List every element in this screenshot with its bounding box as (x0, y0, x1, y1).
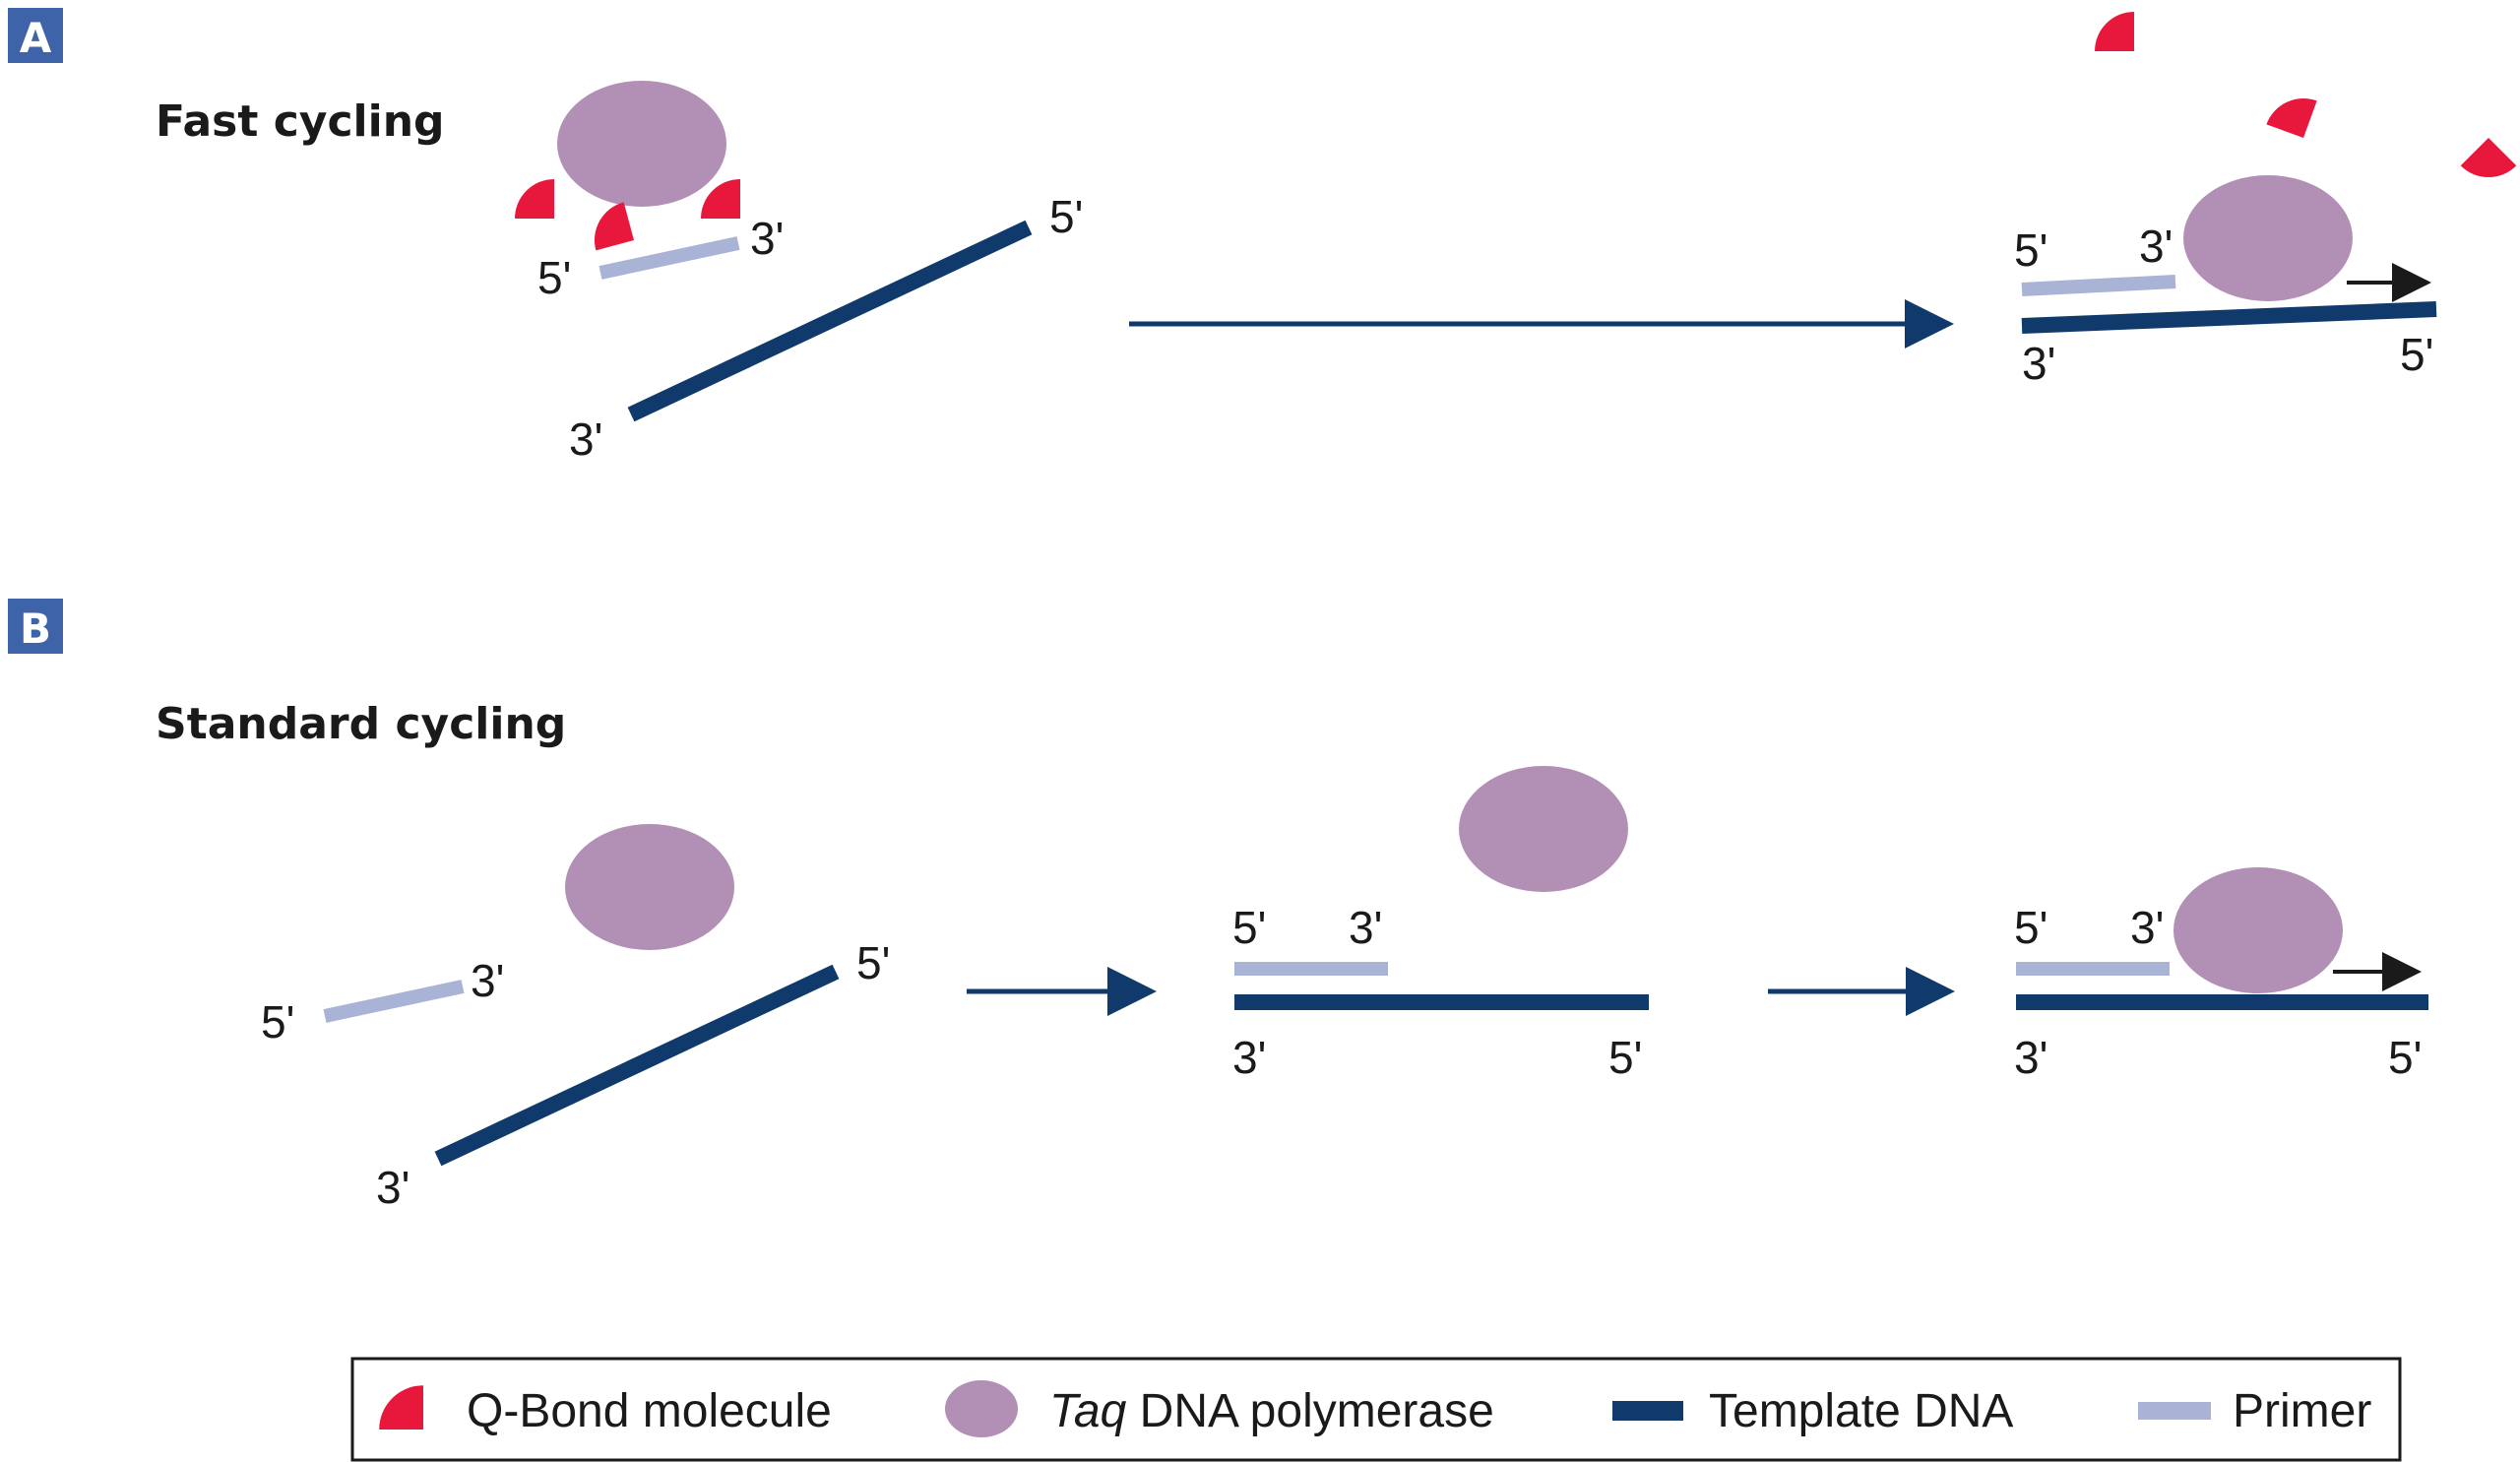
primer-5-prime-label: 5' (261, 996, 294, 1048)
legend-box (350, 1357, 2402, 1462)
panel-a-badge (8, 8, 63, 63)
result-primer-3-prime-label: 3' (2130, 902, 2164, 953)
result-template-3-prime-label: 3' (2022, 338, 2055, 389)
primer-strand (2021, 275, 2176, 296)
template-dna-strand (2021, 301, 2437, 334)
panel-b-title: Standard cycling (156, 699, 566, 749)
taq-polymerase (1459, 766, 1628, 892)
legend-taq-italic: Taq (1049, 1385, 1127, 1437)
template-dna-icon (1612, 1401, 1683, 1421)
qbond-molecule (2266, 87, 2317, 138)
qbond-molecule (701, 179, 740, 219)
panel-a: A Fast cycling 5' 3' 5' 3' 5' 3' 3' 5' (8, 8, 2517, 465)
panel-b: B Standard cycling 5' 3' 5' 3' 5' 3' 3' … (8, 599, 2428, 1213)
mid-template-5-prime-label: 5' (1608, 1032, 1642, 1083)
result-primer-3-prime-label: 3' (2139, 221, 2173, 272)
primer-icon (2138, 1402, 2211, 1420)
legend-taq-label: Taq DNA polymerase (1049, 1385, 1494, 1437)
result-primer-5-prime-label: 5' (2014, 902, 2048, 953)
qbond-molecule (2460, 138, 2517, 194)
panel-a-badge-letter: A (20, 14, 52, 62)
legend-primer-label: Primer (2233, 1385, 2371, 1437)
taq-polymerase-icon (945, 1380, 1018, 1437)
result-primer-5-prime-label: 5' (2014, 224, 2048, 276)
taq-polymerase (2174, 867, 2343, 993)
template-5-prime-label: 5' (856, 937, 890, 988)
qbond-molecule (515, 179, 554, 219)
template-3-prime-label: 3' (376, 1162, 410, 1213)
template-3-prime-label: 3' (569, 413, 602, 465)
taq-polymerase (565, 824, 734, 950)
panel-b-badge-letter: B (20, 604, 51, 653)
legend-taq-rest: DNA polymerase (1126, 1385, 1493, 1437)
legend-qbond-label: Q-Bond molecule (467, 1385, 832, 1437)
panel-a-title: Fast cycling (156, 96, 445, 147)
primer-5-prime-label: 5' (537, 252, 571, 303)
template-dna-strand (434, 964, 840, 1167)
mid-primer-5-prime-label: 5' (1232, 902, 1266, 953)
legend: Q-Bond molecule Taq DNA polymerase Templ… (350, 1357, 2402, 1462)
qbond-molecule (586, 202, 634, 251)
primer-3-prime-label: 3' (750, 213, 784, 264)
result-template-5-prime-label: 5' (2400, 329, 2433, 380)
result-template-5-prime-label: 5' (2388, 1032, 2422, 1083)
legend-template-label: Template DNA (1709, 1385, 2013, 1437)
mid-primer-3-prime-label: 3' (1349, 902, 1382, 953)
primer-3-prime-label: 3' (471, 955, 504, 1006)
qbond-molecule (2095, 12, 2134, 51)
mid-template-3-prime-label: 3' (1232, 1032, 1266, 1083)
taq-polymerase (557, 81, 726, 207)
result-template-3-prime-label: 3' (2014, 1032, 2048, 1083)
primer-strand (323, 980, 465, 1023)
taq-polymerase (2183, 175, 2353, 301)
template-5-prime-label: 5' (1049, 191, 1083, 242)
panel-b-badge (8, 599, 63, 654)
primer-strand (598, 236, 740, 280)
template-dna-strand (627, 220, 1033, 422)
